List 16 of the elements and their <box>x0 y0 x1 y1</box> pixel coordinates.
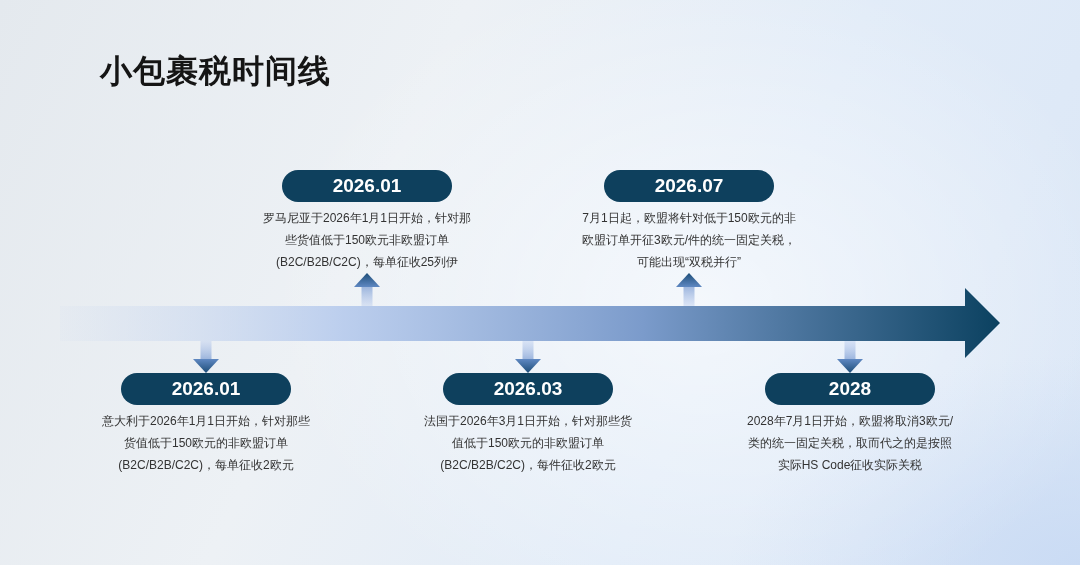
date-pill: 2026.01 <box>121 373 291 405</box>
event-description: 罗马尼亚于2026年1月1日开始，针对那些货值低于150欧元非欧盟订单(B2C/B2B/C2C)，每单征收25列伊 <box>261 210 472 271</box>
event-description: 意大利于2026年1月1日开始，针对那些货值低于150欧元的非欧盟订单(B2C/B2B/C2C)，每单征收2欧元 <box>100 413 311 474</box>
event-description: 法国于2026年3月1日开始，针对那些货值低于150欧元的非欧盟订单(B2C/B2B/C2C)，每件征收2欧元 <box>422 413 633 474</box>
arrow <box>193 341 219 373</box>
date-pill: 2028 <box>765 373 935 405</box>
diagram-title: 小包裹税时间线 <box>100 51 331 92</box>
arrow <box>837 341 863 373</box>
arrow <box>676 273 702 306</box>
date-pill: 2026.01 <box>282 170 452 202</box>
date-pill: 2026.07 <box>604 170 774 202</box>
event-description: 2028年7月1日开始，欧盟将取消3欧元/类的统一固定关税，取而代之的是按照实际HS Code征收实际关税 <box>745 413 955 474</box>
date-pill: 2026.03 <box>443 373 613 405</box>
arrow <box>515 341 541 373</box>
arrow <box>354 273 380 306</box>
event-description: 7月1日起，欧盟将针对低于150欧元的非欧盟订单开征3欧元/件的统一固定关税，可能出现“双税并行” <box>582 210 796 271</box>
